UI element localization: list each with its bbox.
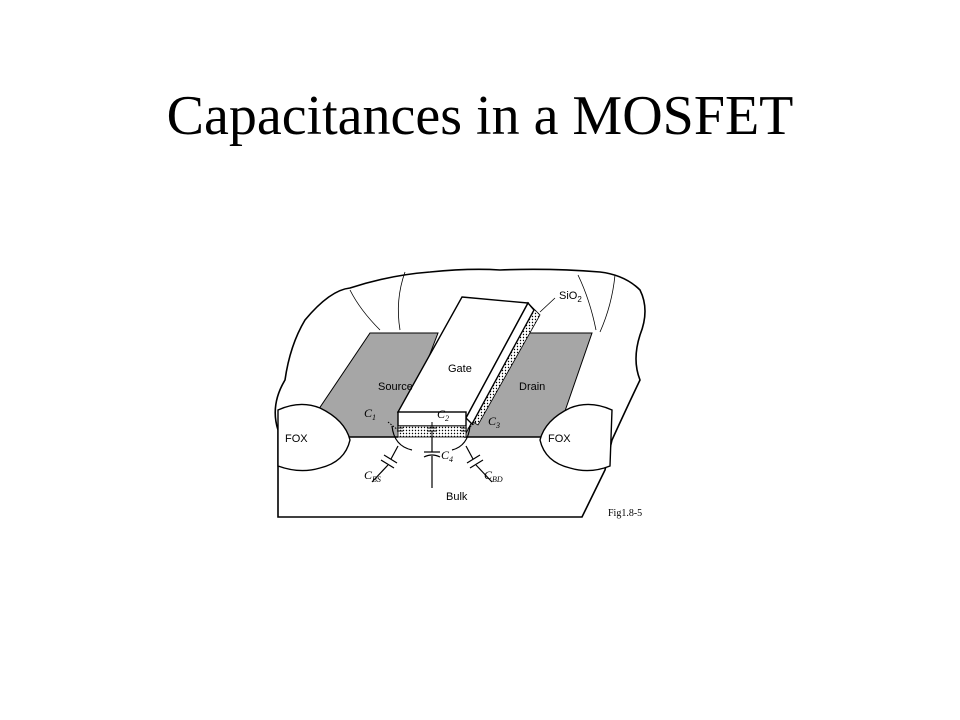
cbs-capacitor-symbol [371, 445, 399, 483]
c4-label: C4 [441, 448, 453, 464]
c1-capacitor-symbol [387, 421, 403, 432]
drain-junction [451, 425, 471, 451]
sio2-leader-line [539, 297, 556, 313]
drain-label: Drain [519, 381, 545, 393]
cbd-label: CBD [484, 468, 503, 484]
c3-label: C3 [488, 414, 500, 430]
fox-right [539, 403, 613, 472]
fox-left-label: FOX [285, 433, 308, 445]
slide-title: Capacitances in a MOSFET [166, 85, 794, 147]
bulk-label: Bulk [446, 491, 468, 503]
c2-label: C2 [437, 407, 449, 423]
cbd-capacitor-symbol [465, 445, 493, 483]
back-surface-curve-mid [397, 271, 406, 331]
gate-side [465, 301, 535, 426]
c3-capacitor-symbol [461, 421, 477, 432]
source-label: Source [378, 381, 413, 393]
figure-reference: Fig1.8-5 [608, 508, 642, 519]
c4-capacitor-symbol [423, 437, 441, 488]
back-surface-curve-right1 [577, 274, 597, 331]
gate-label: Gate [448, 363, 472, 375]
sio2-label: SiO2 [559, 290, 582, 304]
source-junction [391, 425, 413, 451]
fox-left [277, 403, 351, 472]
c2-capacitor-symbol [427, 422, 437, 437]
back-surface-curve-right2 [599, 274, 616, 333]
back-surface-curve-left [349, 289, 381, 331]
cbs-label: CBS [364, 468, 381, 484]
fox-right-label: FOX [548, 433, 571, 445]
c1-label: C1 [364, 406, 376, 422]
